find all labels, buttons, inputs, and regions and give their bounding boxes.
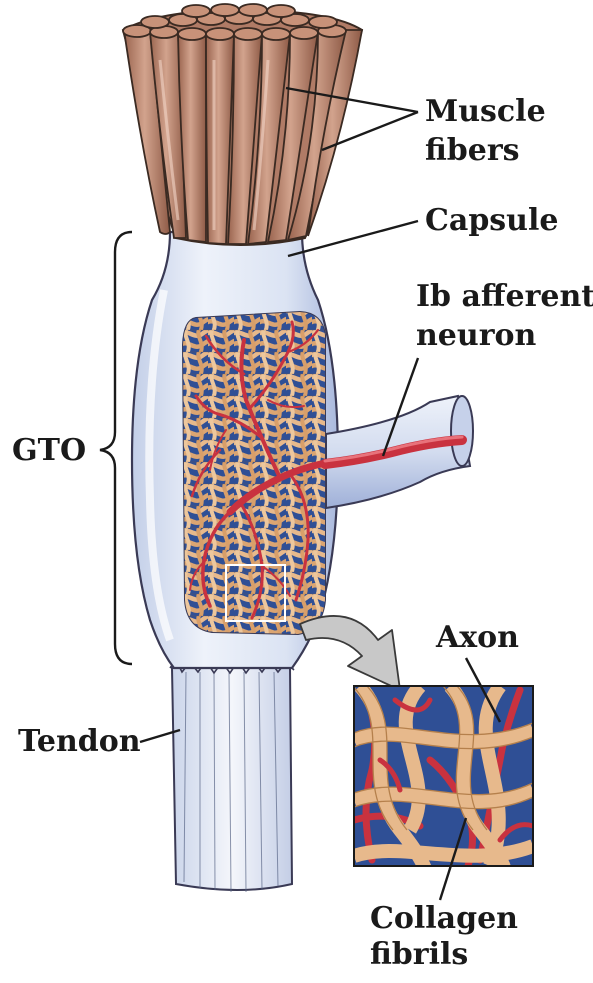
label-tendon: Tendon — [18, 724, 141, 759]
label-collagen-line2: fibrils — [370, 937, 468, 972]
label-collagen-line1: Collagen — [370, 901, 518, 936]
label-muscle-fibers-line1: Muscle — [425, 94, 546, 129]
label-gto: GTO — [12, 433, 86, 468]
label-axon: Axon — [435, 620, 519, 655]
capsule-cutaway — [181, 310, 326, 636]
label-capsule: Capsule — [425, 203, 558, 238]
muscle-fibers — [121, 3, 364, 246]
ib-afferent-neuron — [320, 435, 467, 469]
tendon-body — [169, 658, 295, 893]
leader-lines — [139, 86, 502, 901]
branching-axon — [189, 320, 325, 620]
magnify-arrow — [299, 615, 401, 691]
collagen-inset — [353, 685, 534, 867]
gto-brace — [99, 230, 133, 666]
label-ib-afferent-line2: neuron — [416, 318, 537, 353]
label-ib-afferent-line1: Ib afferent — [416, 279, 593, 314]
label-muscle-fibers-line2: fibers — [425, 133, 520, 168]
